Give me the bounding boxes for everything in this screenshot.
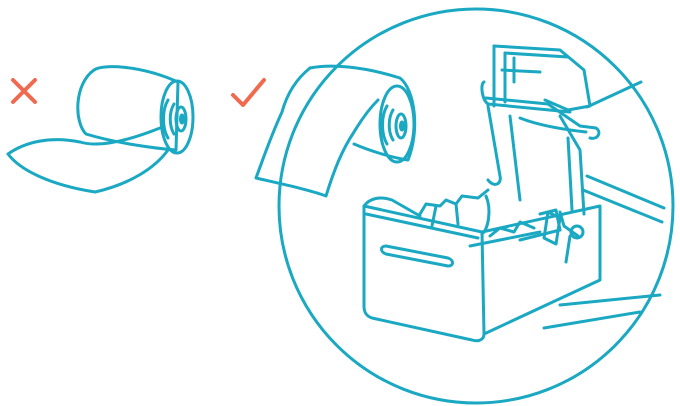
printer-lid [482,46,599,214]
paper-roll-incorrect [8,67,193,192]
paper-compartment [364,190,600,341]
check-mark-icon [233,80,264,105]
correct-orientation [233,66,415,196]
incorrect-orientation [8,67,193,192]
closeup-circle [279,9,673,403]
paper-sheet [8,128,168,192]
cross-mark-icon [13,80,35,102]
printer-hinge [544,212,583,262]
printer-closeup [279,9,673,403]
